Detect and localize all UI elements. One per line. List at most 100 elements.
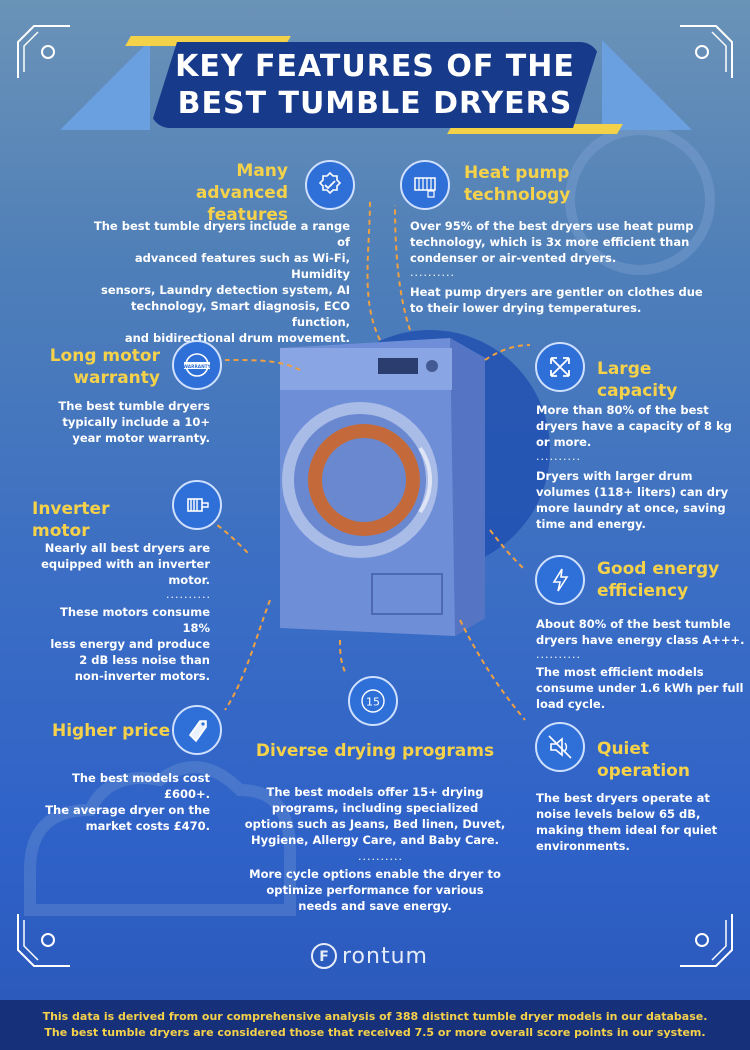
energy-divider: ..........: [536, 648, 581, 661]
corner-ornament-bottom-left: [14, 910, 74, 970]
frontum-logo-mark: F: [311, 943, 337, 969]
inverter-text-1: Nearly all best dryers are equipped with…: [40, 540, 210, 588]
heat-pump-text-line: technology, which is 3x more efficient t…: [410, 235, 690, 249]
footer-line-2: The best tumble dryers are considered th…: [44, 1026, 706, 1039]
energy-text-line: consume under 1.6 kWh per full: [536, 681, 744, 695]
advanced-features-text-line: sensors, Laundry detection system, AI: [100, 283, 350, 297]
energy-text-2: The most efficient models consume under …: [536, 664, 746, 712]
expand-arrows-icon: [535, 342, 585, 392]
quiet-heading: Quiet operation: [597, 739, 690, 781]
warranty-text: The best tumble dryers typically include…: [40, 398, 210, 446]
title-banner: [150, 42, 600, 128]
advanced-features-heading-line-1: Many advanced: [195, 161, 288, 203]
advanced-features-text: The best tumble dryers include a range o…: [80, 218, 350, 346]
capacity-heading: Large capacity: [597, 359, 678, 401]
programs-text-line: Hygiene, Allergy Care, and Baby Care.: [251, 833, 499, 847]
heat-pump-heading: Heat pump technology: [464, 162, 604, 206]
energy-text-line: dryers have energy class A+++.: [536, 633, 745, 647]
capacity-text-line: volumes (118+ liters) can dry: [536, 485, 729, 499]
energy-heading: Good energy efficiency: [597, 558, 737, 602]
corner-ornament-top-left: [14, 22, 74, 82]
advanced-features-text-line: advanced features such as Wi-Fi, Humidit…: [134, 251, 350, 281]
price-text-line: The best models cost £600+.: [72, 771, 210, 801]
heat-pump-heading-line-2: technology: [464, 185, 571, 205]
warranty-text-line: The best tumble dryers: [58, 399, 210, 413]
capacity-text-line: dryers have a capacity of 8 kg: [536, 419, 732, 433]
programs-text-line: More cycle options enable the dryer to: [249, 867, 501, 881]
price-text: The best models cost £600+. The average …: [30, 770, 210, 834]
price-text-line: The average dryer on the: [45, 803, 210, 817]
warranty-text-line: year motor warranty.: [72, 431, 210, 445]
quiet-text-line: noise levels below 65 dB,: [536, 807, 701, 821]
inverter-text-line: less energy and produce: [50, 637, 210, 651]
capacity-text-2: Dryers with larger drum volumes (118+ li…: [536, 468, 736, 532]
programs-number: 15: [366, 696, 380, 709]
title-line-2: BEST TUMBLE DRYERS: [177, 86, 573, 121]
heat-pump-text-1: Over 95% of the best dryers use heat pum…: [410, 218, 710, 266]
energy-text-line: The most efficient models: [536, 665, 704, 679]
advanced-features-text-line: The best tumble dryers include a range o…: [93, 219, 350, 249]
corner-ornament-bottom-right: [676, 910, 736, 970]
energy-heading-line-2: efficiency: [597, 581, 689, 601]
frontum-logo: F rontum: [310, 942, 428, 970]
heat-pump-text-line: condenser or air-vented dryers.: [410, 251, 617, 265]
programs-text-line: The best models offer 15+ drying: [266, 785, 484, 799]
inverter-text-line: These motors consume 18%: [60, 605, 210, 635]
programs-text-line: optimize performance for various: [266, 883, 484, 897]
heat-pump-text-2: Heat pump dryers are gentler on clothes …: [410, 284, 710, 316]
price-text-line: market costs £470.: [85, 819, 210, 833]
warranty-heading-line-1: Long motor: [49, 346, 160, 366]
heat-pump-divider: ..........: [410, 266, 455, 279]
advanced-features-text-line: and bidirectional drum movement.: [124, 331, 350, 345]
mute-speaker-icon: [535, 722, 585, 772]
banner-triangle-left: [60, 40, 150, 130]
tumble-dryer-image: [280, 338, 485, 636]
energy-text-line: load cycle.: [536, 697, 606, 711]
inverter-text-line: 2 dB less noise than: [79, 653, 210, 667]
capacity-text-line: or more.: [536, 435, 592, 449]
badge-check-icon: [305, 160, 355, 210]
warranty-heading: Long motor warranty: [40, 345, 160, 389]
programs-divider: ..........: [358, 850, 403, 863]
page-title: KEY FEATURES OF THE BEST TUMBLE DRYERS: [150, 48, 600, 122]
number-circle-icon: 15: [348, 676, 398, 726]
price-tag-icon: [172, 705, 222, 755]
energy-text-line: About 80% of the best tumble: [536, 617, 731, 631]
advanced-features-heading: Many advanced features: [148, 160, 288, 226]
quiet-text-line: The best dryers operate at: [536, 791, 710, 805]
footer: This data is derived from our comprehens…: [0, 1000, 750, 1050]
corner-ornament-top-right: [676, 22, 736, 82]
programs-text-line: needs and save energy.: [298, 899, 452, 913]
inverter-heading: Inverter motor: [32, 499, 110, 541]
title-line-1: KEY FEATURES OF THE: [175, 49, 575, 84]
capacity-text-line: Dryers with larger drum: [536, 469, 693, 483]
advanced-features-heading-line-2: features: [207, 205, 288, 225]
capacity-text-line: More than 80% of the best: [536, 403, 709, 417]
heat-pump-heading-line-1: Heat pump: [464, 163, 570, 183]
quiet-text-line: environments.: [536, 839, 630, 853]
inverter-text-line: equipped with an inverter: [41, 557, 210, 571]
programs-text-2: More cycle options enable the dryer to o…: [240, 866, 510, 914]
inverter-text-2: These motors consume 18% less energy and…: [40, 604, 210, 684]
warranty-badge-text: WARRANTY: [183, 364, 211, 370]
programs-text-1: The best models offer 15+ drying program…: [240, 784, 510, 848]
banner-triangle-right: [602, 40, 692, 130]
energy-text-1: About 80% of the best tumble dryers have…: [536, 616, 746, 648]
heat-pump-text-line: Over 95% of the best dryers use heat pum…: [410, 219, 694, 233]
lightning-icon: [535, 555, 585, 605]
quiet-text-line: making them ideal for quiet: [536, 823, 718, 837]
quiet-text: The best dryers operate at noise levels …: [536, 790, 736, 854]
connector-arrows: [209, 199, 531, 721]
footer-line-1: This data is derived from our comprehens…: [42, 1010, 708, 1023]
capacity-text-line: time and energy.: [536, 517, 646, 531]
heat-pump-text-line: to their lower drying temperatures.: [410, 301, 642, 315]
warranty-heading-line-2: warranty: [73, 368, 160, 388]
warranty-text-line: typically include a 10+: [62, 415, 210, 429]
programs-text-line: options such as Jeans, Bed linen, Duvet,: [244, 817, 506, 831]
inverter-text-line: non-inverter motors.: [74, 669, 210, 683]
capacity-text-line: more laundry at once, saving: [536, 501, 726, 515]
inverter-divider: ..........: [166, 588, 211, 601]
advanced-features-text-line: technology, Smart diagnosis, ECO functio…: [131, 299, 350, 329]
energy-heading-line-1: Good energy: [597, 559, 720, 579]
programs-heading: Diverse drying programs: [255, 741, 495, 761]
